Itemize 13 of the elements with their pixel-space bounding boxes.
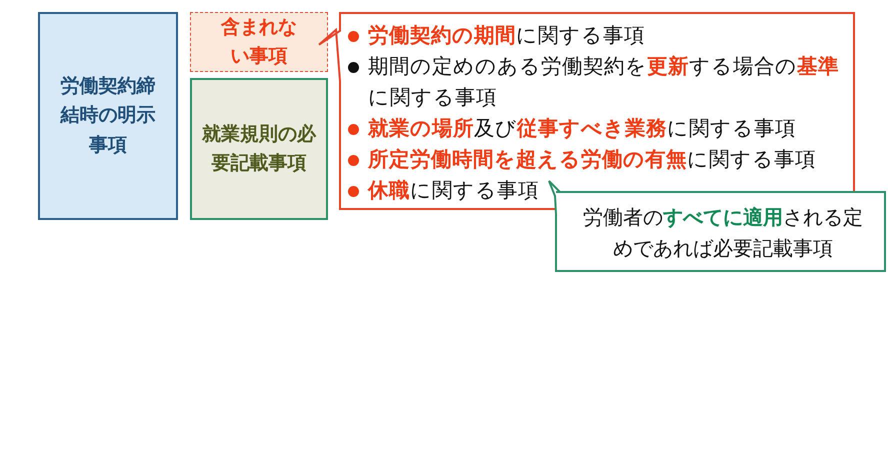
box-label: 労働契約締結時の明示事項 bbox=[59, 74, 156, 158]
heading-box bbox=[190, 78, 328, 220]
list-item: 所定労働時間を超える労働の有無に関する事項 bbox=[368, 146, 817, 173]
callout-box bbox=[548, 180, 886, 272]
box-label: 就業規則の必要記載事項 bbox=[202, 122, 316, 176]
heading-box bbox=[38, 12, 178, 220]
list-item: 就業の場所及び従事すべき業務に関する事項 bbox=[368, 115, 797, 142]
callout-text: 労働者のすべてに適用される定めであれば必要記載事項 bbox=[582, 204, 864, 262]
list-item: 期間の定めのある労働契約を更新する場合の基準に関する事項 bbox=[368, 53, 840, 111]
list-item: 休職に関する事項 bbox=[368, 177, 540, 204]
note-box bbox=[190, 12, 328, 72]
box-label: 含まれない事項 bbox=[220, 14, 298, 69]
list-item: 労働契約の期間に関する事項 bbox=[368, 22, 646, 49]
